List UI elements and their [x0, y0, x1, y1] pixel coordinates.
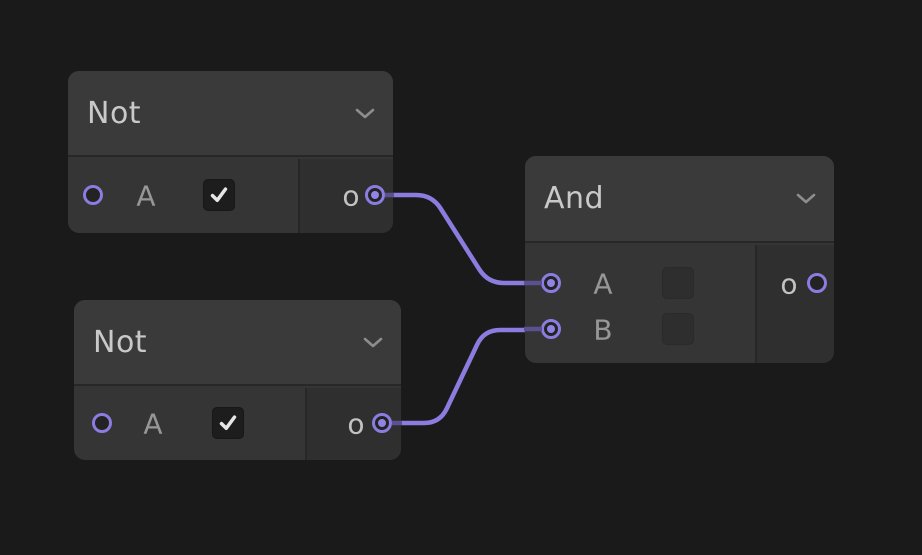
chevron-down-icon[interactable] [355, 108, 375, 119]
node-not-1-header[interactable]: Not [68, 71, 393, 157]
chevron-down-icon[interactable] [363, 337, 383, 348]
output-port-o[interactable] [372, 413, 392, 433]
output-port-o[interactable] [807, 273, 827, 293]
checkmark-icon [219, 415, 237, 431]
output-label: o [780, 267, 798, 301]
node-not-1[interactable]: Not A o [68, 71, 393, 233]
node-not-2-header[interactable]: Not [74, 300, 401, 386]
node-and-1-body [525, 245, 834, 363]
input-label-a: A [593, 267, 613, 301]
input-port-a[interactable] [92, 413, 112, 433]
node-title: Not [87, 95, 142, 131]
input-label: A [136, 179, 156, 213]
input-port-a[interactable] [541, 273, 561, 293]
port-connected-dot [371, 191, 379, 199]
node-title: Not [93, 324, 148, 360]
chevron-down-icon[interactable] [796, 193, 816, 204]
port-connected-dot [547, 325, 555, 333]
checkmark-icon [210, 187, 228, 203]
node-and-1-header[interactable]: And [525, 156, 834, 243]
checkbox-input-a[interactable] [212, 407, 244, 439]
input-label-b: B [593, 313, 613, 347]
port-connected-dot [378, 419, 386, 427]
input-port-b[interactable] [541, 319, 561, 339]
input-label: A [143, 407, 163, 441]
output-label: o [342, 179, 360, 213]
checkbox-input-a[interactable] [203, 179, 235, 211]
node-title: And [544, 181, 605, 216]
port-connected-dot [547, 279, 555, 287]
checkbox-input-b[interactable] [662, 313, 694, 345]
output-section [755, 245, 834, 363]
output-label: o [347, 407, 365, 441]
node-and-1[interactable]: And A B o [525, 156, 834, 363]
output-port-o[interactable] [365, 185, 385, 205]
node-not-2[interactable]: Not A o [74, 300, 401, 460]
checkbox-input-a[interactable] [662, 267, 694, 299]
input-port-a[interactable] [83, 185, 103, 205]
